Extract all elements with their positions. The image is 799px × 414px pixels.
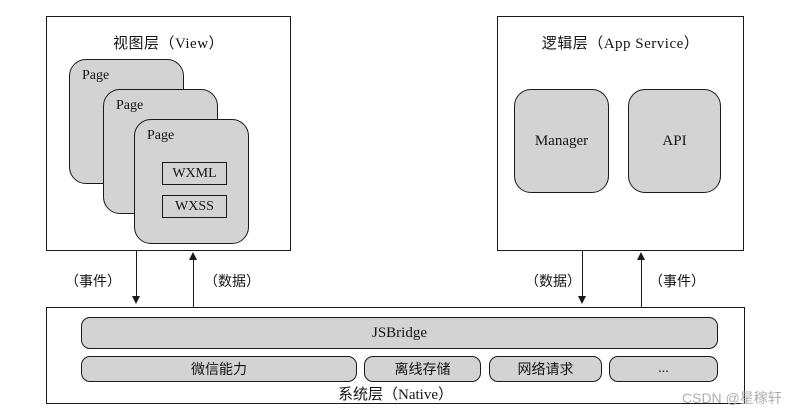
view-layer-title: 视图层（View） [112,36,225,52]
view-event-label: （事件） [65,275,121,290]
wxml-label: WXML [172,165,217,181]
api-box: API [628,89,721,193]
arrow-line-logic-event [640,259,642,307]
capability-label: ... [658,361,669,376]
arrow-up-icon [189,252,197,260]
api-label: API [662,132,687,149]
arrow-line-view-event [136,251,138,297]
jsbridge-bar: JSBridge [81,317,718,349]
arrow-down-icon [132,296,140,304]
logic-event-label: （事件） [649,275,705,290]
capability-label: 离线存储 [394,363,451,378]
capability-label: 微信能力 [191,363,247,378]
logic-layer-panel: 逻辑层（App Service） Manager API [497,16,744,251]
wxml-box: WXML [162,162,227,185]
page-label: Page [82,68,110,83]
page-card-front: Page WXML WXSS [134,119,249,244]
wxss-label: WXSS [175,198,214,214]
manager-box: Manager [514,89,609,193]
arrow-line-view-data [192,259,194,307]
jsbridge-label: JSBridge [371,324,427,341]
wxss-box: WXSS [162,195,227,218]
csdn-watermark: CSDN @星稼轩 [682,390,782,406]
capability-more-box: ... [609,356,718,382]
logic-data-label: （数据） [525,275,581,290]
arrow-down-icon [578,296,586,304]
capability-network-box: 网络请求 [489,356,602,382]
logic-layer-title: 逻辑层（App Service） [541,36,700,52]
manager-label: Manager [534,132,589,149]
native-layer-title: 系统层（Native） [338,387,453,403]
arrow-line-logic-data [582,251,584,297]
view-layer-panel: 视图层（View） Page Page Page WXML WXSS [46,16,291,251]
native-layer-panel: JSBridge 微信能力 离线存储 网络请求 ... 系统层（Native） [46,307,745,404]
page-label: Page [116,98,144,113]
capability-storage-box: 离线存储 [364,356,481,382]
arrow-up-icon [637,252,645,260]
view-data-label: （数据） [204,275,260,290]
capability-wechat-box: 微信能力 [81,356,357,382]
page-label: Page [147,128,175,143]
capability-label: 网络请求 [517,363,574,378]
